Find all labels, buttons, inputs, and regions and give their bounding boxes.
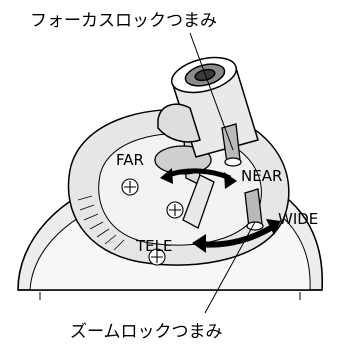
far-near-arrow	[160, 168, 237, 189]
focus-lock-knob-label: フォーカスロックつまみ	[30, 11, 217, 31]
focus-leader-line	[189, 32, 234, 151]
far-label: FAR	[116, 151, 144, 169]
screws	[121, 178, 184, 266]
near-label: NEAR	[241, 167, 282, 185]
wide-label: WIDE	[278, 210, 318, 228]
gear-ring	[77, 195, 125, 251]
zoom-lock-knob	[244, 188, 264, 231]
zoom-lock-knob-label: ズームロックつまみ	[70, 322, 223, 342]
zoom-leader-line	[204, 221, 256, 314]
tele-wide-arrow	[192, 219, 281, 253]
tele-label: TELE	[135, 237, 172, 255]
